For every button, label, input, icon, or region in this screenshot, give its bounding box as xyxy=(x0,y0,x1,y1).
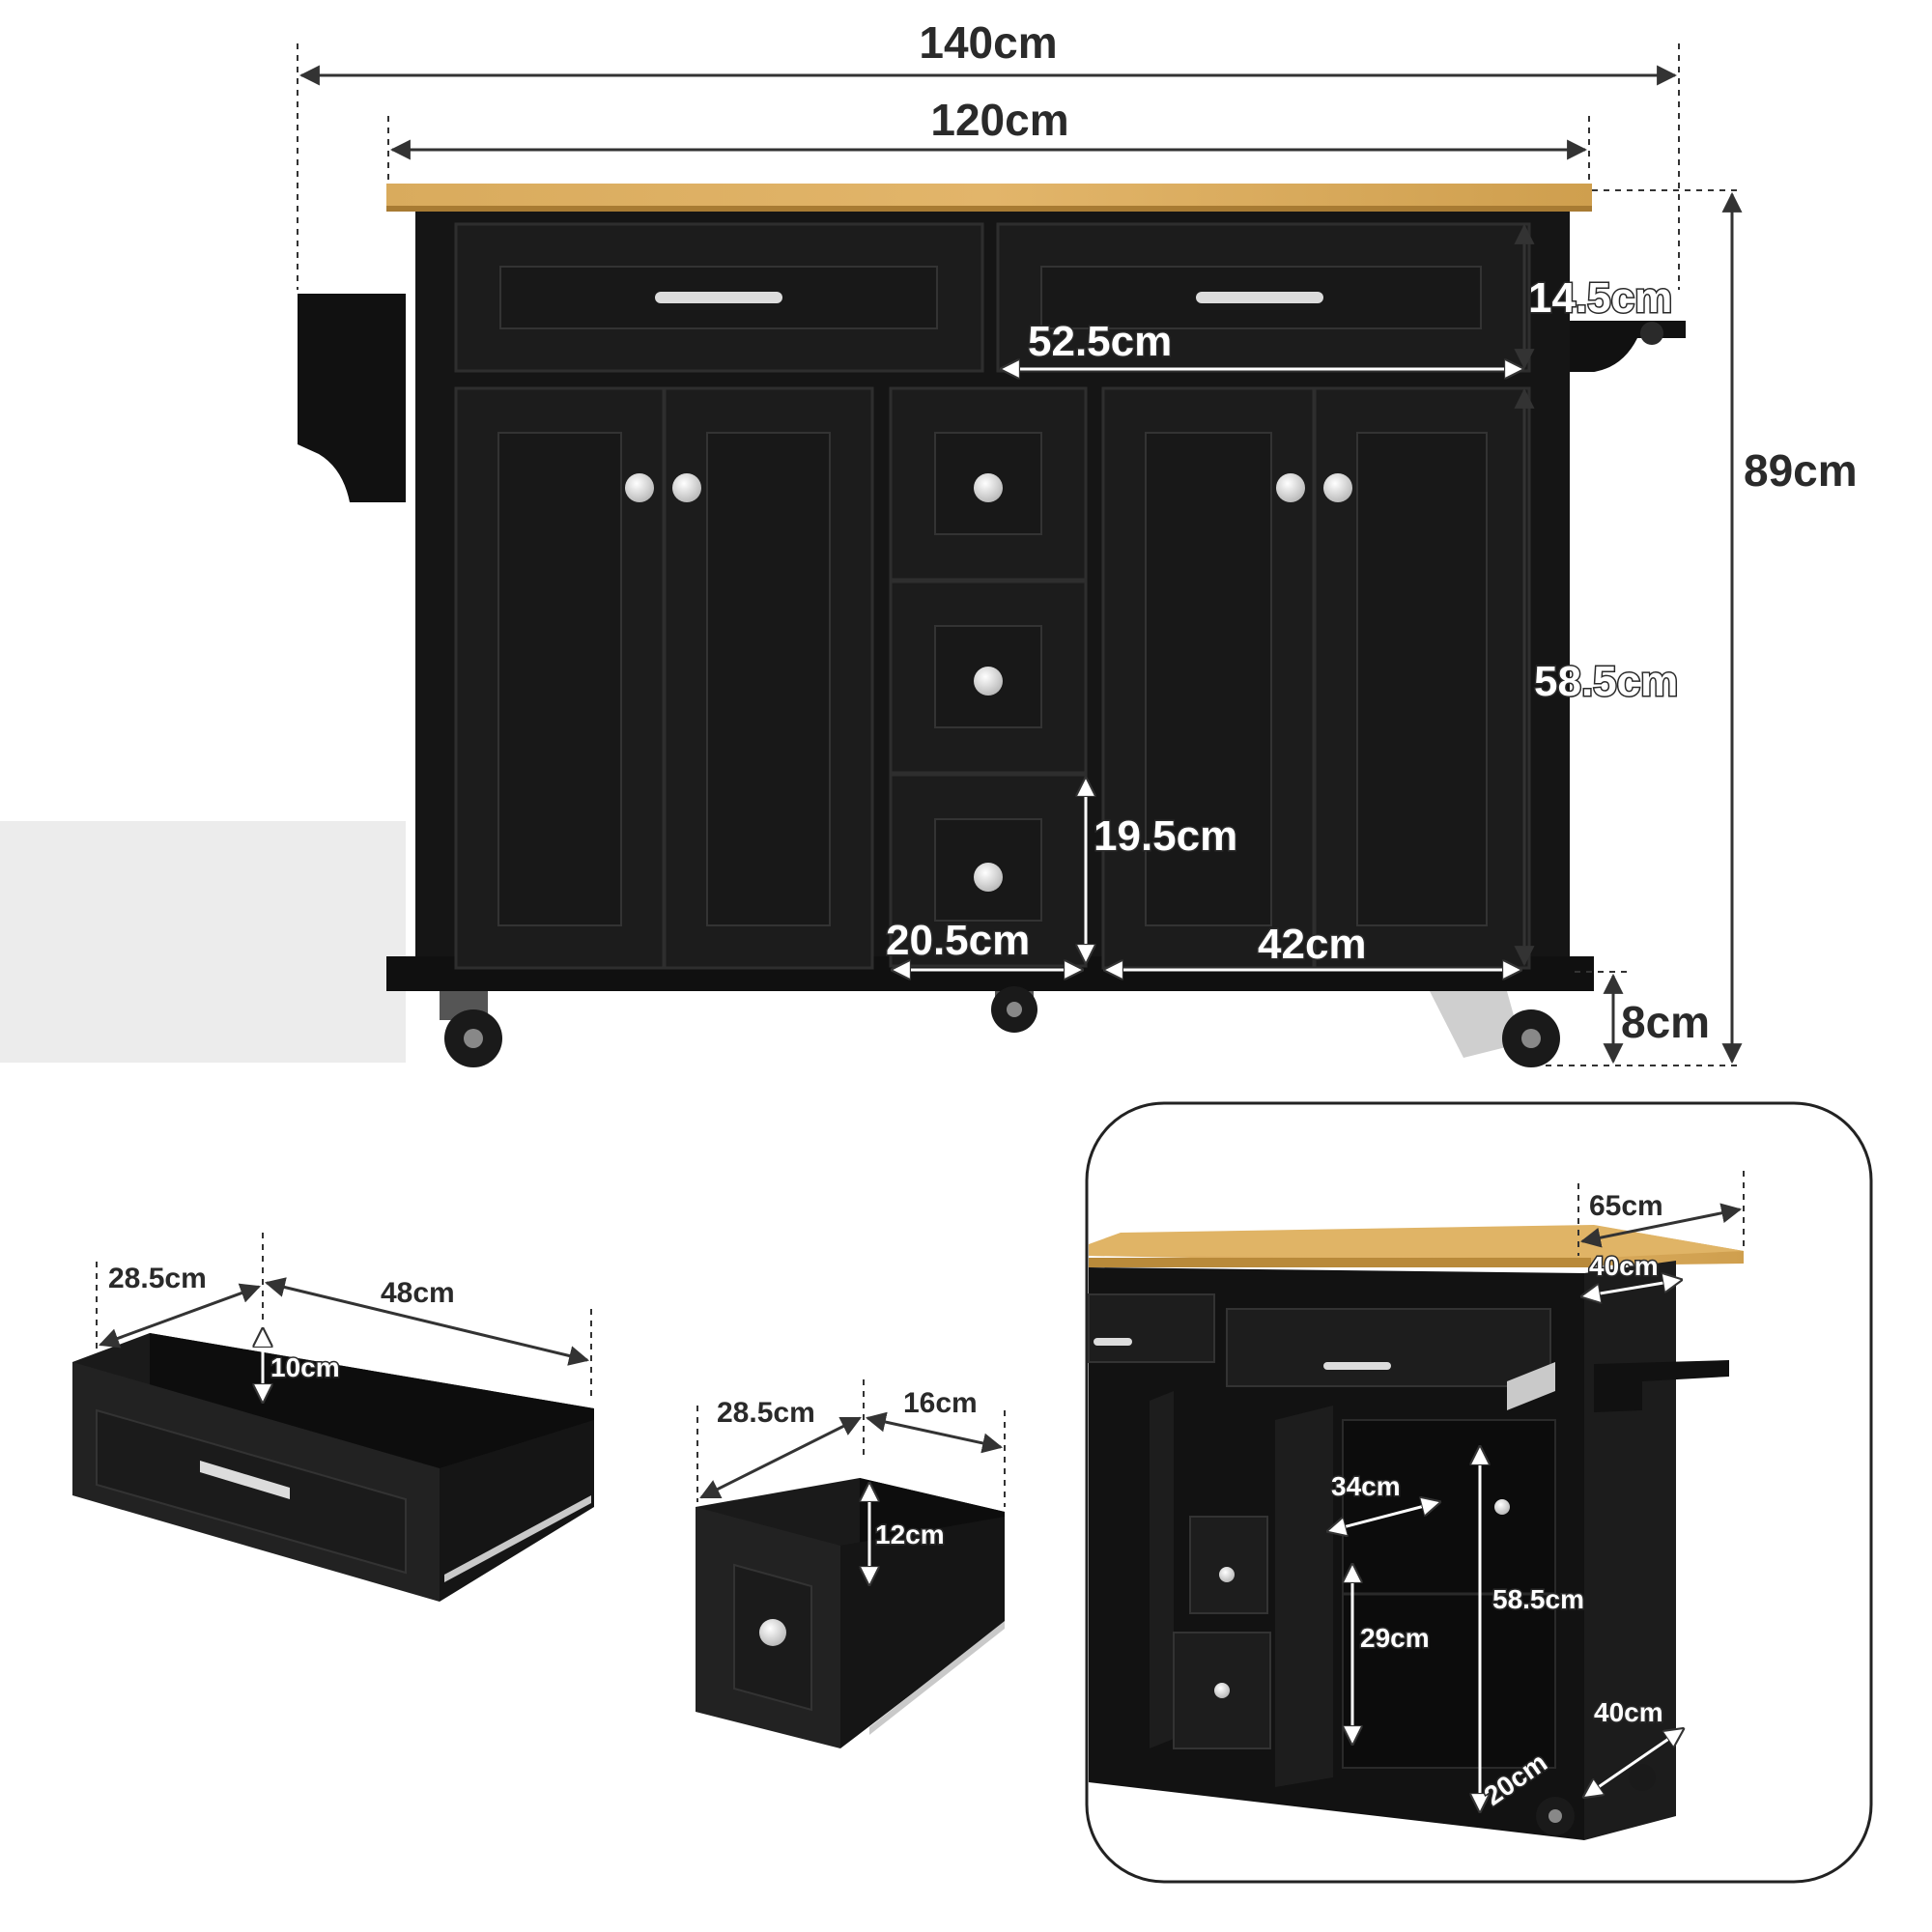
dim-side-cabinet-height: 58.5cm xyxy=(1492,1584,1584,1614)
dim-overall-height: 89cm xyxy=(1744,445,1858,496)
knob-icon xyxy=(974,863,1003,892)
handle-icon xyxy=(1323,1362,1391,1370)
spice-rack-icon xyxy=(298,294,406,502)
wood-countertop xyxy=(386,184,1592,209)
floor-shadow xyxy=(0,821,406,1063)
dim-small-drawer-width: 16cm xyxy=(903,1387,978,1419)
handle-icon xyxy=(1094,1338,1132,1346)
front-dimensions: 140cm 120cm 89cm 14.5cm 52.5cm 58.5cm 19… xyxy=(297,17,1858,1066)
knob-icon xyxy=(1323,473,1352,502)
dim-base-depth: 40cm xyxy=(1594,1697,1663,1727)
handle-icon xyxy=(200,1461,290,1499)
dim-top-width: 120cm xyxy=(930,95,1068,145)
knob-icon xyxy=(672,473,701,502)
handle-icon xyxy=(655,292,782,303)
dim-small-drawer-depth: 28.5cm xyxy=(717,1397,815,1429)
dim-drawer-width: 52.5cm xyxy=(1028,318,1172,365)
dim-shelf-height: 29cm xyxy=(1360,1623,1430,1653)
handle-icon xyxy=(1196,292,1323,303)
knob-icon xyxy=(1219,1567,1235,1582)
knob-icon xyxy=(759,1619,786,1646)
towel-rack-icon xyxy=(1565,321,1686,372)
small-drawer-illustration xyxy=(696,1478,1005,1748)
caster-wheel-icon xyxy=(1430,991,1560,1067)
dim-overall-width: 140cm xyxy=(919,17,1057,68)
knob-icon xyxy=(625,473,654,502)
dim-cabinet-height: 58.5cm xyxy=(1534,658,1678,705)
dim-small-drawer-height: 19.5cm xyxy=(1094,812,1237,860)
caster-wheel-icon xyxy=(991,986,1037,1033)
dim-small-drawer-width: 20.5cm xyxy=(886,917,1030,964)
dim-wheel-height: 8cm xyxy=(1621,997,1710,1047)
knob-icon xyxy=(1276,473,1305,502)
dim-large-drawer-width: 48cm xyxy=(381,1277,455,1309)
knob-icon xyxy=(1214,1683,1230,1698)
dim-door-cabinet-width: 42cm xyxy=(1258,921,1367,968)
dim-small-drawer-height: 12cm xyxy=(875,1520,945,1549)
dim-cabinet-depth: 40cm xyxy=(1589,1251,1659,1281)
large-drawer-illustration xyxy=(72,1333,594,1602)
dim-top-depth: 65cm xyxy=(1589,1190,1663,1222)
dim-large-drawer-depth: 28.5cm xyxy=(108,1263,207,1294)
dim-shelf-depth: 34cm xyxy=(1331,1471,1401,1501)
dim-drawer-height: 14.5cm xyxy=(1528,274,1672,322)
caster-wheel-icon xyxy=(440,991,502,1067)
small-drawer-dimensions: 28.5cm 16cm 12cm xyxy=(696,1379,1006,1584)
towel-rack-icon xyxy=(1594,1360,1729,1412)
knob-icon xyxy=(974,473,1003,502)
dim-large-drawer-height: 10cm xyxy=(270,1352,340,1382)
knob-icon xyxy=(974,667,1003,696)
large-drawer-dimensions: 28.5cm 48cm 10cm xyxy=(96,1233,592,1402)
knob-icon xyxy=(1494,1499,1510,1515)
side-view-panel xyxy=(1085,1101,1873,1884)
